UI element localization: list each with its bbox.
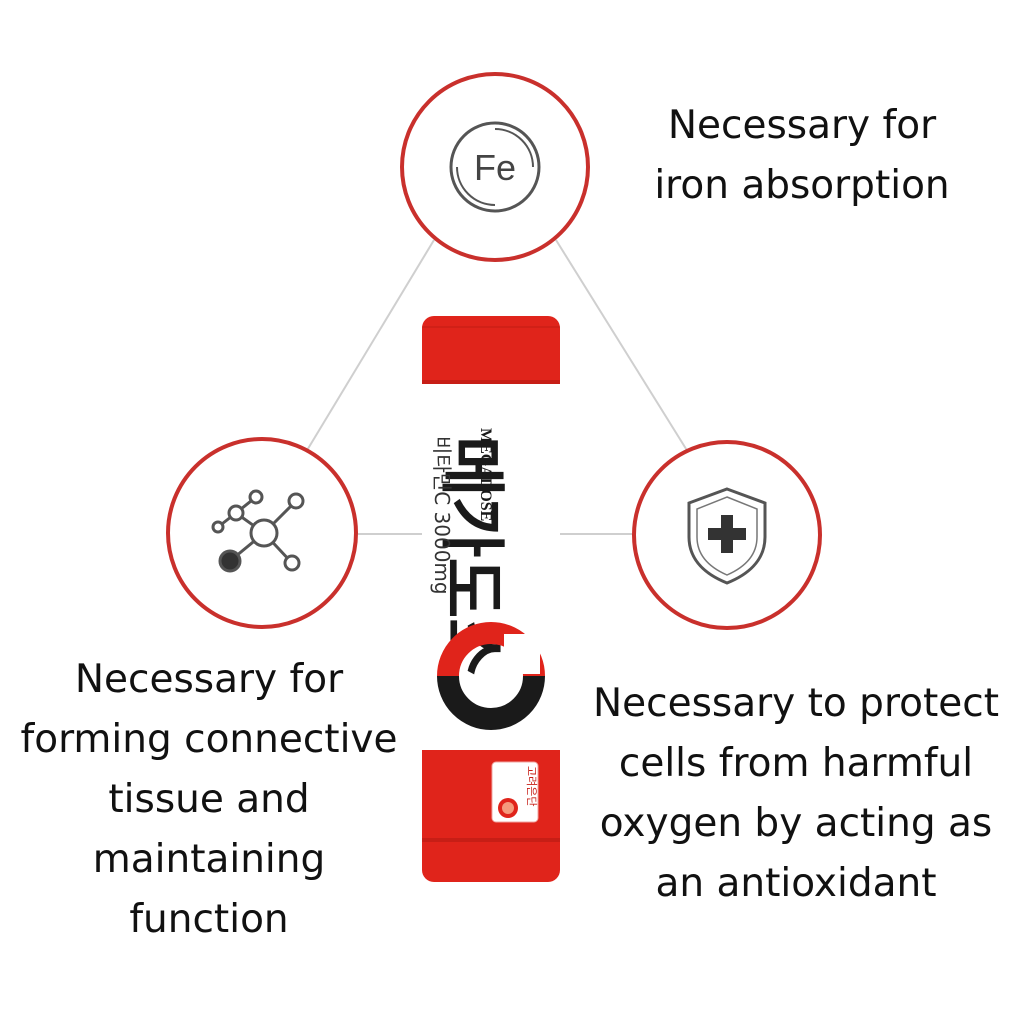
iron-absorption-caption: Necessary for iron absorption <box>654 103 950 208</box>
iron-benefit-circle: Fe <box>400 72 590 262</box>
vitamin-c-letter: C <box>418 316 419 317</box>
maker-badge-label: 고려은단 <box>525 766 538 806</box>
antioxidant-benefit-circle <box>632 440 822 630</box>
iron-fe-icon: Fe <box>449 121 541 213</box>
product-subtitle: 비타민C 3000mg <box>430 436 454 595</box>
antioxidant-caption: Necessary to protect cells from harmful … <box>592 681 999 906</box>
connective-tissue-caption: Necessary for forming connective tissue … <box>20 657 398 942</box>
shield-plus-icon <box>687 487 767 585</box>
vitamin-c-logo <box>437 622 545 730</box>
iron-symbol: Fe <box>474 147 516 188</box>
brand-name: MEGADOSE <box>477 428 494 521</box>
product-stick-pack: 메가도스 MEGADOSE 비타민C 3000mg C 고려은단 <box>418 316 560 882</box>
maker-badge: 고려은단 <box>491 761 539 823</box>
molecule-network-icon <box>211 489 305 573</box>
connective-tissue-benefit-circle <box>166 437 358 629</box>
